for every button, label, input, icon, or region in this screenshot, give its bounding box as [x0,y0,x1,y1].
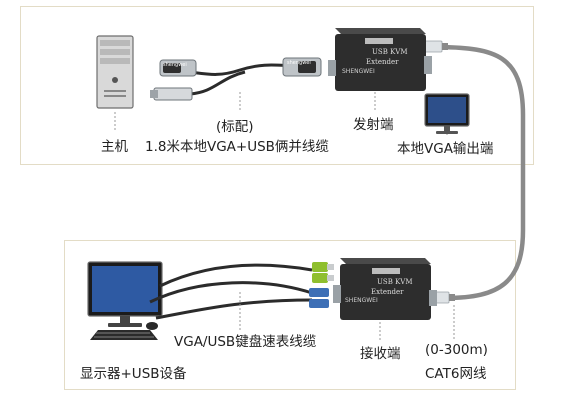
cable-brand-tag-right: shengwei [287,60,311,66]
keyboard-icon [90,330,158,340]
local-vga-label: 本地VGA输出端 [397,141,494,157]
top-vga-usb-cable [150,57,322,101]
transmitter-label: 发射端 [353,117,394,133]
transmitter-device [328,28,432,91]
monitor-usb-label: 显示器+USB设备 [80,366,187,382]
leader-lines [114,92,455,340]
user-monitor-icon [87,261,163,327]
receiver-device [333,258,437,320]
local-vga-monitor-icon [424,93,470,134]
cable-brand-tag-left: shengwei [163,62,187,68]
top-cable-label: 1.8米本地VGA+USB俩并线缆 [145,139,329,155]
receiver-label: 接收端 [360,346,401,362]
cat6-network-cable [437,44,526,301]
cat6-label: CAT6网线 [425,366,487,382]
transmitter-product-line2: Extender [366,58,399,66]
transmitter-brand: SHENGWEI [342,68,375,75]
receiver-product-line1: USB KVM [377,278,413,286]
standard-label: (标配) [216,119,254,135]
host-label: 主机 [101,139,128,155]
transmitter-product-line1: USB KVM [372,48,408,56]
receiver-product-line2: Extender [371,288,404,296]
cable-bottom-label: VGA/USB键盘速表线缆 [174,334,317,350]
bottom-vga-usb-cable [149,262,334,320]
mouse-icon [146,322,158,330]
host-pc-icon [96,35,134,109]
distance-label: (0-300m) [425,342,488,358]
receiver-brand: SHENGWEI [345,297,378,304]
